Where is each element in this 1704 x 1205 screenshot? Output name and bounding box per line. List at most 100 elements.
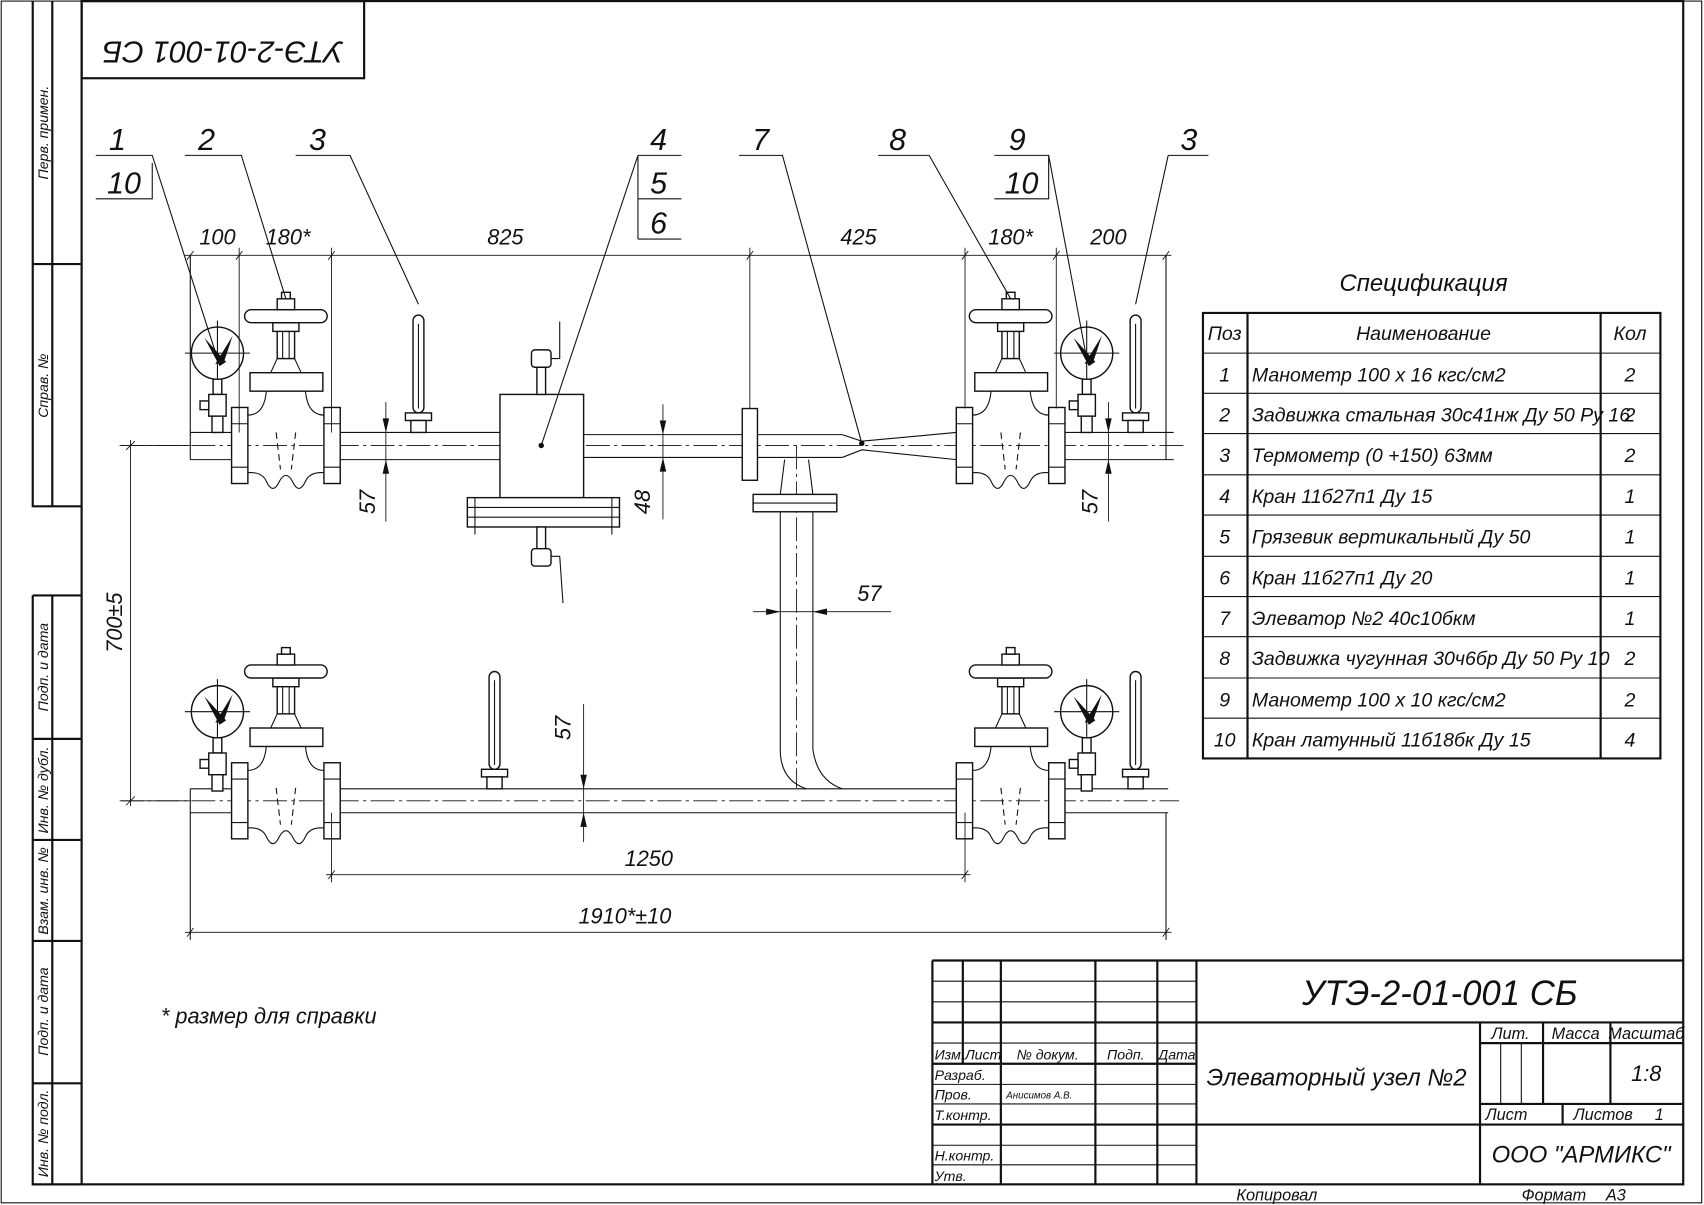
spec-name: Кран латунный 11б18бк Ду 15 bbox=[1252, 729, 1531, 751]
spec-pos: 6 bbox=[1219, 568, 1230, 590]
spec-qty: 1 bbox=[1625, 608, 1636, 630]
dimensions: 100 180* 825 425 180* 200 700±5 57 48 57… bbox=[102, 224, 1172, 937]
spec-qty: 2 bbox=[1624, 405, 1636, 427]
tb-copied: Копировал bbox=[1236, 1187, 1317, 1205]
dim-1250: 1250 bbox=[625, 846, 673, 871]
dim-57-branch: 57 bbox=[857, 581, 882, 606]
tb-role-tech-control: Т.контр. bbox=[935, 1107, 992, 1123]
title-block: УТЭ-2-01-001 СБ Элеваторный узел №2 Изм.… bbox=[931, 959, 1685, 1205]
tb-format: А3 bbox=[1605, 1187, 1626, 1205]
tb-scale-label: Масштаб bbox=[1608, 1025, 1685, 1043]
dim-200: 200 bbox=[1089, 224, 1126, 249]
spec-name: Грязевик вертикальный Ду 50 bbox=[1252, 526, 1531, 548]
leader-5: 5 bbox=[650, 166, 667, 200]
side-label: Взам. инв. № bbox=[35, 847, 51, 934]
leader-6: 6 bbox=[650, 207, 667, 241]
tb-mass: Масса bbox=[1552, 1025, 1600, 1043]
side-label: Инв. № дубл. bbox=[35, 747, 51, 834]
tb-organization: ООО "АРМИКС" bbox=[1492, 1142, 1673, 1169]
dim-825: 825 bbox=[487, 224, 524, 249]
dim-57-right: 57 bbox=[1078, 489, 1103, 514]
spec-name: Задвижка чугунная 30ч6бр Ду 50 Ру 10 bbox=[1252, 648, 1610, 670]
spec-name: Термометр (0 +150) 63мм bbox=[1252, 445, 1493, 467]
spec-qty: 1 bbox=[1625, 526, 1636, 548]
side-strip: Перв. примен. Справ. № Подп. и дата Инв.… bbox=[31, 1, 82, 1186]
thermometer bbox=[1121, 670, 1150, 790]
spec-qty: 2 bbox=[1624, 648, 1636, 670]
position-leaders: 1 10 2 3 4 5 6 7 8 9 10 3 bbox=[95, 123, 1209, 449]
side-label: Справ. № bbox=[35, 354, 51, 418]
ball-valve-bottom bbox=[530, 548, 552, 567]
side-label: Подп. и дата bbox=[35, 967, 51, 1055]
spec-pos: 8 bbox=[1219, 648, 1230, 670]
inner-frame bbox=[80, 0, 1685, 1186]
spec-qty: 1 bbox=[1625, 486, 1636, 508]
reference-note: * размер для справки bbox=[161, 1004, 377, 1029]
flange bbox=[741, 407, 759, 481]
spec-pos: 2 bbox=[1218, 405, 1230, 427]
tb-sheet: Лист bbox=[1484, 1106, 1527, 1124]
tb-sheets: Листов bbox=[1572, 1106, 1633, 1124]
spec-header-pos: Поз bbox=[1208, 323, 1242, 345]
leader-4: 4 bbox=[650, 123, 667, 157]
spec-header-qty: Кол bbox=[1613, 323, 1646, 345]
spec-header-name: Наименование bbox=[1356, 323, 1491, 345]
dim-1910: 1910*±10 bbox=[578, 904, 671, 929]
spec-name: Элеватор №2 40с10бкм bbox=[1252, 608, 1476, 630]
tb-col-date: Дата bbox=[1156, 1046, 1195, 1062]
gate-valve bbox=[955, 291, 1066, 490]
leader-8: 8 bbox=[889, 123, 906, 157]
spec-pos: 4 bbox=[1219, 486, 1230, 508]
tb-format-label: Формат bbox=[1522, 1187, 1587, 1205]
spec-qty: 2 bbox=[1624, 689, 1636, 711]
spec-name: Манометр 100 х 16 кгс/см2 bbox=[1252, 364, 1506, 386]
thermometer bbox=[1121, 314, 1150, 434]
dim-700: 700±5 bbox=[102, 592, 127, 653]
dim-57-left: 57 bbox=[355, 489, 380, 514]
gate-valve bbox=[230, 291, 341, 490]
return-pipeline bbox=[184, 646, 1169, 940]
gate-valve bbox=[955, 646, 1066, 845]
tb-col-sign: Подп. bbox=[1107, 1046, 1145, 1062]
top-stamp-designation: УТЭ-2-01-001 СБ bbox=[102, 34, 344, 68]
spec-pos: 5 bbox=[1219, 526, 1230, 548]
leader-9: 9 bbox=[1009, 123, 1026, 157]
spec-pos: 1 bbox=[1219, 364, 1230, 386]
tb-role-approved: Утв. bbox=[934, 1168, 967, 1184]
tb-col-list: Лист bbox=[964, 1046, 1002, 1062]
side-label: Подп. и дата bbox=[35, 623, 51, 711]
dim-425: 425 bbox=[840, 224, 877, 249]
spec-pos: 10 bbox=[1214, 729, 1236, 751]
dim-48: 48 bbox=[630, 490, 655, 514]
tb-lit: Лит. bbox=[1490, 1025, 1529, 1043]
leader-7: 7 bbox=[752, 123, 770, 157]
thermometer bbox=[404, 314, 433, 434]
spec-pos: 3 bbox=[1219, 445, 1230, 467]
dim-180-right: 180* bbox=[988, 224, 1034, 249]
spec-pos: 9 bbox=[1219, 689, 1230, 711]
spec-qty: 2 bbox=[1624, 445, 1636, 467]
tb-col-doc: № докум. bbox=[1017, 1046, 1079, 1062]
tb-role-checker: Пров. bbox=[935, 1087, 972, 1103]
side-label: Перв. примен. bbox=[35, 86, 51, 180]
thermometer bbox=[480, 670, 509, 790]
supply-pipeline bbox=[184, 255, 1174, 604]
elevator bbox=[842, 431, 957, 461]
spec-qty: 2 bbox=[1624, 364, 1636, 386]
leader-10b: 10 bbox=[1005, 166, 1039, 200]
tb-checker-name: Анисимов А.В. bbox=[1005, 1091, 1072, 1102]
spec-pos: 7 bbox=[1219, 608, 1231, 630]
leader-1: 1 bbox=[109, 123, 126, 157]
spec-name: Задвижка стальная 30с41нж Ду 50 Ру 16 bbox=[1252, 405, 1630, 427]
spec-title: Спецификация bbox=[1339, 270, 1507, 297]
branch-pipe bbox=[752, 459, 843, 790]
dim-180-left: 180* bbox=[266, 224, 312, 249]
tb-role-developer: Разраб. bbox=[935, 1067, 986, 1083]
leader-10: 10 bbox=[107, 166, 141, 200]
spec-name: Манометр 100 х 10 кгс/см2 bbox=[1252, 689, 1506, 711]
leader-3b: 3 bbox=[1180, 123, 1197, 157]
spec-qty: 4 bbox=[1625, 729, 1636, 751]
ball-valve-top bbox=[530, 349, 552, 368]
leader-3: 3 bbox=[309, 123, 326, 157]
